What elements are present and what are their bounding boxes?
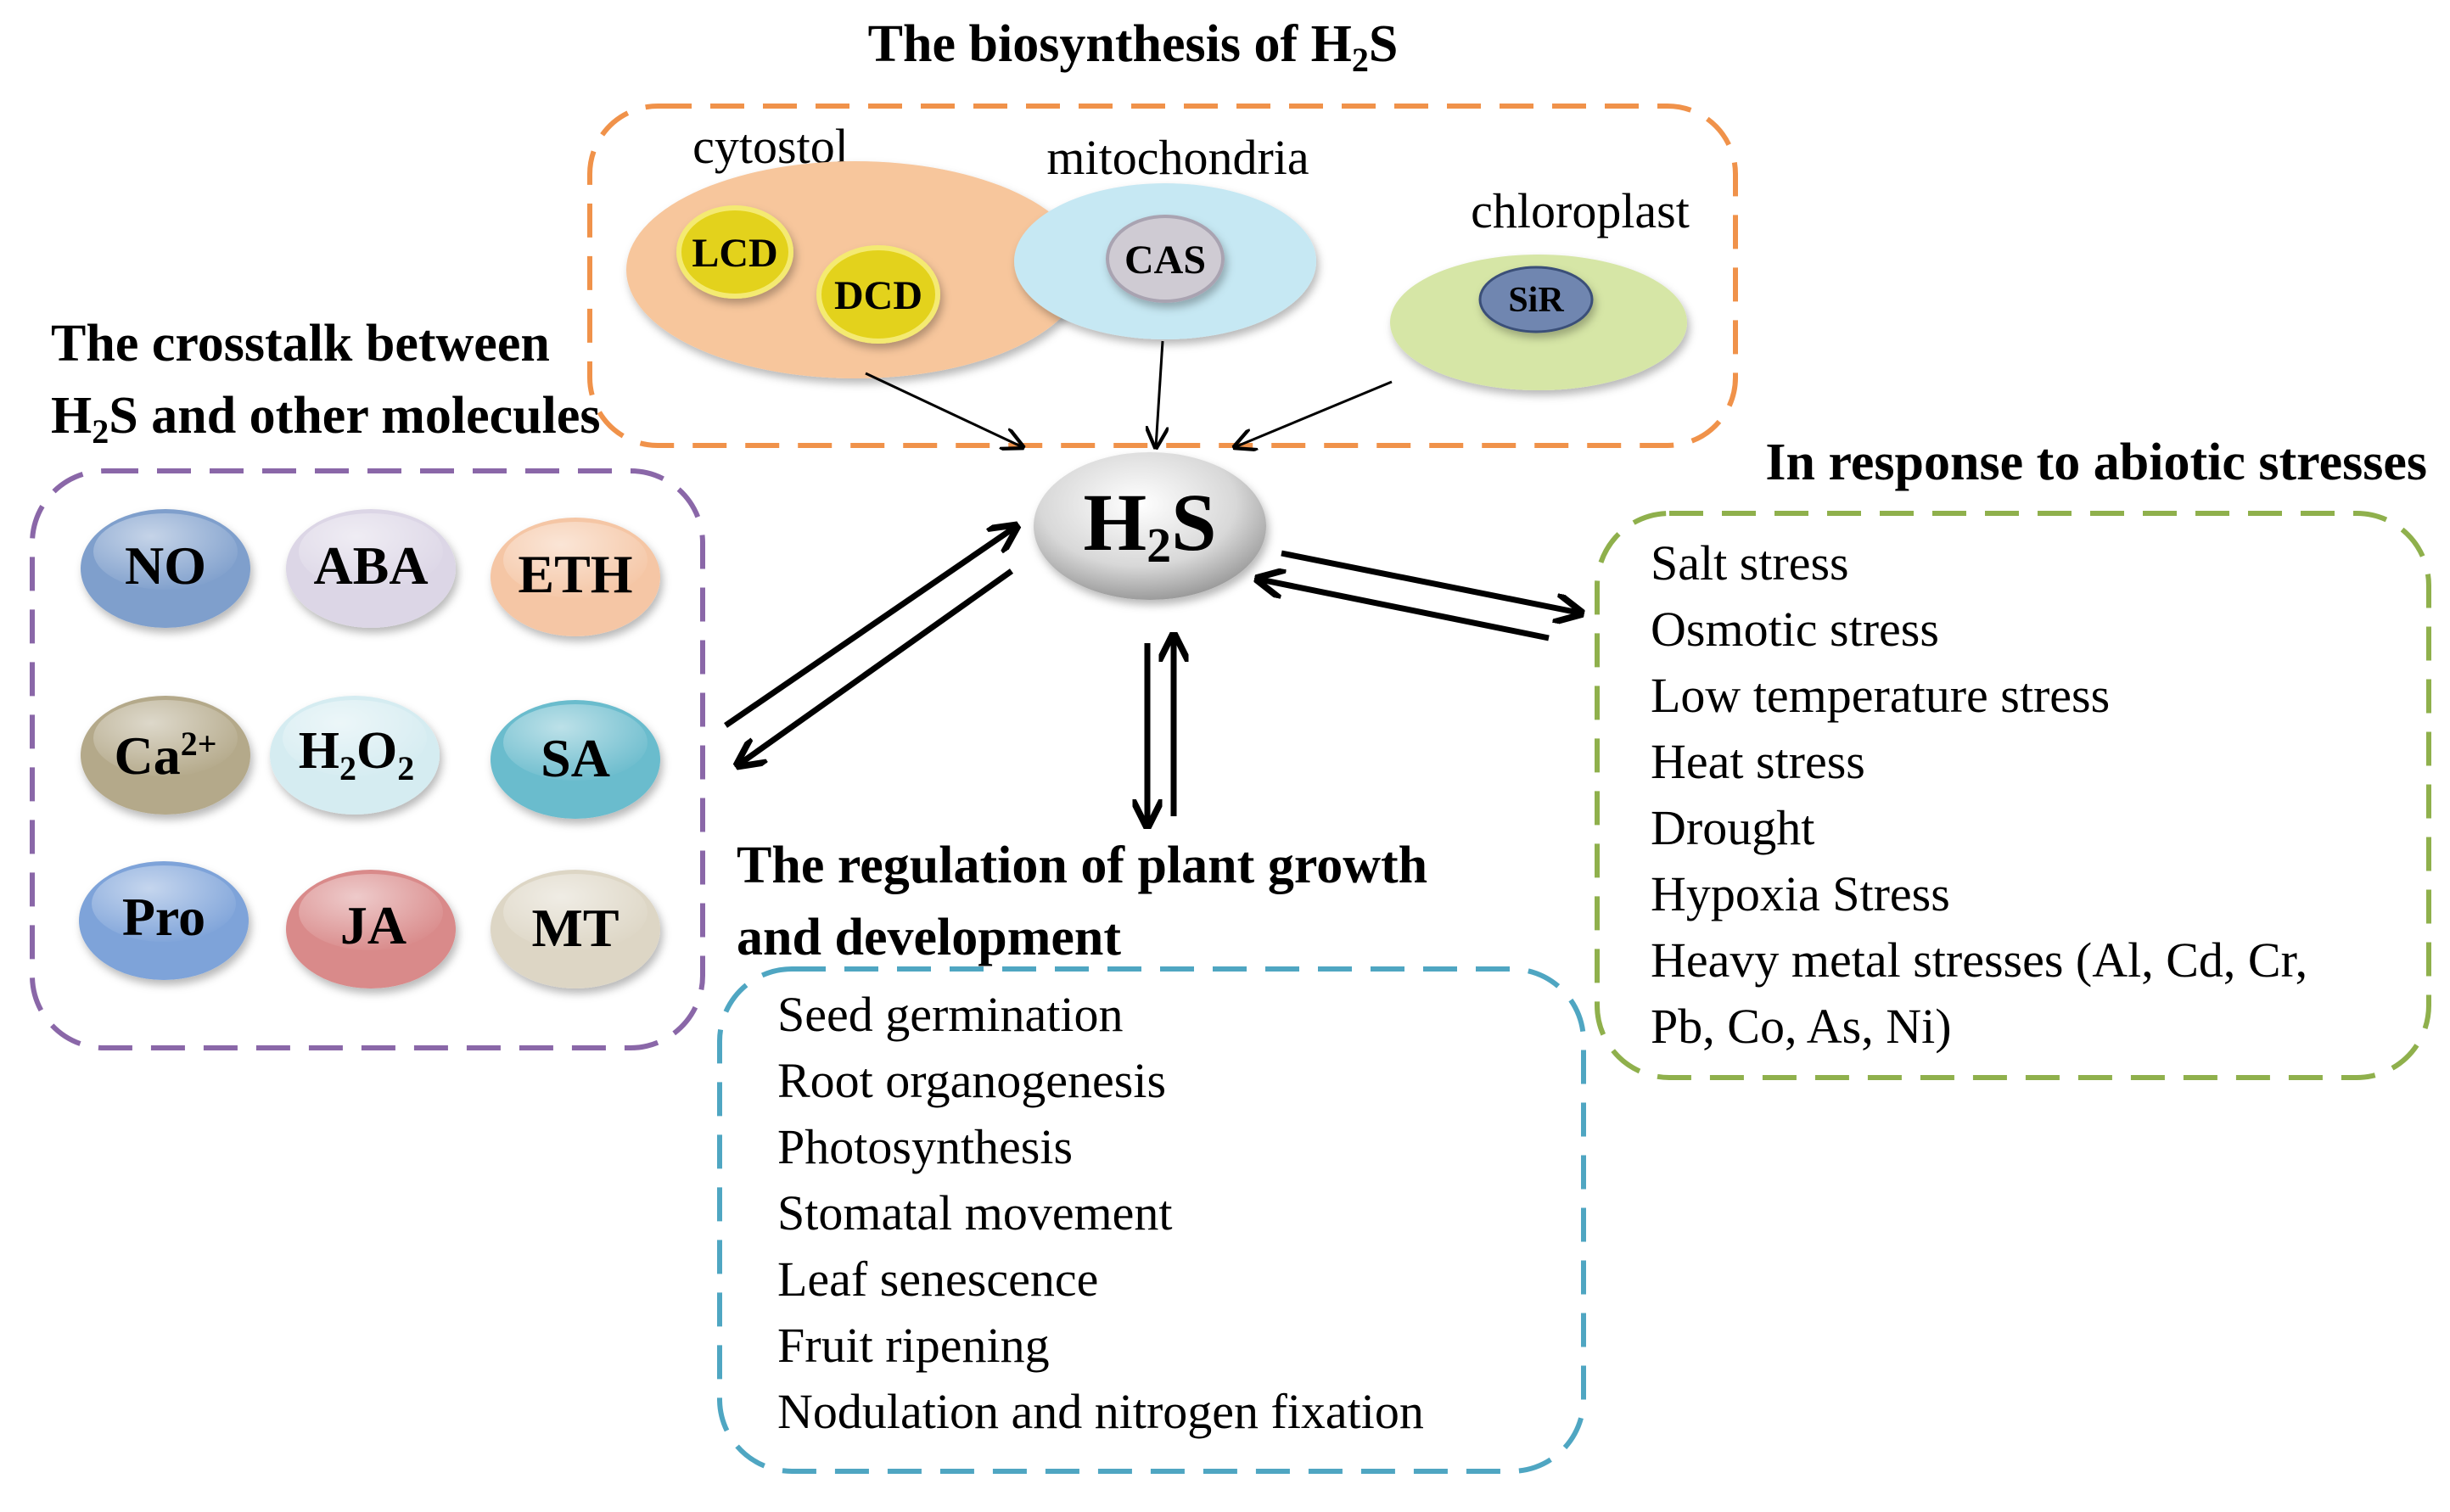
molecule-no — [81, 509, 250, 628]
abiotic-item: Hypoxia Stress — [1651, 866, 1950, 921]
h2s-node — [1034, 452, 1266, 600]
biosynthesis-title-sub: 2 — [1352, 41, 1369, 79]
arrow-cytosol-to-h2s — [865, 372, 1023, 447]
molecule-pro — [79, 861, 249, 980]
molecule-aba-label: ABA — [313, 535, 428, 596]
crosstalk-box — [30, 468, 705, 1050]
growth-item: Root organogenesis — [777, 1053, 1166, 1108]
h2s-label-end: S — [1171, 477, 1216, 568]
sir-enzyme — [1478, 266, 1594, 333]
dcd-label: DCD — [834, 273, 922, 318]
abiotic-item: Heat stress — [1651, 734, 1865, 789]
molecule-h2o2-sub1: 2 — [339, 749, 356, 787]
arrow-crosstalk-to-h2s — [724, 528, 1014, 728]
lcd-label: LCD — [692, 231, 777, 276]
growth-item: Stomatal movement — [777, 1185, 1173, 1240]
growth-item: Seed germination — [777, 987, 1124, 1042]
molecule-h2o2-label: H2O2 — [299, 722, 414, 787]
abiotic-item: Low temperature stress — [1651, 668, 2110, 723]
biosynthesis-title-end: S — [1369, 15, 1398, 73]
abiotic-item: Salt stress — [1651, 535, 1849, 591]
growth-item: Fruit ripening — [777, 1318, 1050, 1373]
chloroplast-label: chloroplast — [1471, 183, 1690, 238]
h2s-label-main: H — [1083, 477, 1147, 568]
biosynthesis-box — [587, 104, 1738, 448]
abiotic-item: Osmotic stress — [1651, 602, 1939, 657]
molecule-no-label: NO — [125, 535, 206, 596]
molecule-pro-label: Pro — [122, 887, 205, 947]
molecule-ca-label: Ca2+ — [114, 725, 216, 786]
molecule-ja — [286, 870, 456, 988]
abiotic-item: Pb, Co, As, Ni) — [1651, 999, 1952, 1054]
growth-item: Nodulation and nitrogen fixation — [777, 1384, 1424, 1439]
molecule-h2o2-sub2: 2 — [397, 749, 414, 787]
molecule-aba — [286, 509, 456, 628]
abiotic-item: Heavy metal stresses (Al, Cd, Cr, — [1651, 932, 2307, 988]
arrow-mitochondria-to-h2s — [1156, 340, 1163, 447]
arrow-h2s-to-abiotic — [1281, 550, 1578, 613]
growth-list: Seed germination Root organogenesis Phot… — [777, 987, 1424, 1439]
growth-title-line1: The regulation of plant growth — [737, 837, 1427, 894]
molecule-ca-base: Ca — [114, 725, 180, 786]
growth-box — [717, 966, 1586, 1474]
biosynthesis-title-main: The biosynthesis of H — [868, 15, 1352, 73]
crosstalk-title-line2-sub: 2 — [92, 412, 109, 451]
molecule-mt — [491, 870, 660, 988]
molecule-ca — [81, 696, 250, 815]
lcd-enzyme — [676, 205, 793, 299]
growth-title-line2: and development — [737, 909, 1121, 966]
abiotic-title: In response to abiotic stresses — [1765, 434, 2427, 491]
growth-item: Photosynthesis — [777, 1119, 1073, 1174]
cas-label: CAS — [1124, 238, 1206, 283]
molecule-ja-label: JA — [340, 895, 406, 955]
molecule-sa — [491, 700, 660, 819]
crosstalk-title-line2-post: S and other molecules — [109, 387, 600, 445]
abiotic-box — [1595, 511, 2431, 1080]
biosynthesis-title: The biosynthesis of H2S — [868, 15, 1399, 79]
molecule-h2o2-h: H — [299, 722, 339, 780]
molecule-ca-sup: 2+ — [181, 725, 217, 763]
sir-label: SiR — [1508, 281, 1564, 320]
molecule-h2o2 — [270, 696, 440, 815]
arrow-h2s-to-crosstalk — [740, 568, 1014, 764]
mitochondria-label: mitochondria — [1046, 130, 1309, 185]
abiotic-item: Drought — [1651, 800, 1814, 855]
crosstalk-title-line2-pre: H — [51, 387, 92, 445]
abiotic-list: Salt stress Osmotic stress Low temperatu… — [1651, 535, 2307, 1054]
molecule-eth-label: ETH — [518, 544, 632, 604]
h2s-label-sub: 2 — [1147, 518, 1171, 573]
dcd-enzyme — [816, 245, 940, 344]
arrow-chloroplast-to-h2s — [1235, 380, 1393, 447]
cas-enzyme — [1106, 215, 1225, 303]
crosstalk-title-line2: H2S and other molecules — [51, 387, 601, 451]
molecule-mt-label: MT — [531, 898, 619, 958]
molecule-sa-label: SA — [541, 728, 610, 788]
molecule-eth — [491, 518, 660, 636]
molecule-h2o2-o: O — [356, 722, 397, 780]
growth-item: Leaf senescence — [777, 1252, 1098, 1307]
crosstalk-title-line1: The crosstalk between — [51, 315, 550, 372]
h2s-label: H2S — [1083, 477, 1216, 573]
arrow-abiotic-to-h2s — [1260, 580, 1550, 641]
